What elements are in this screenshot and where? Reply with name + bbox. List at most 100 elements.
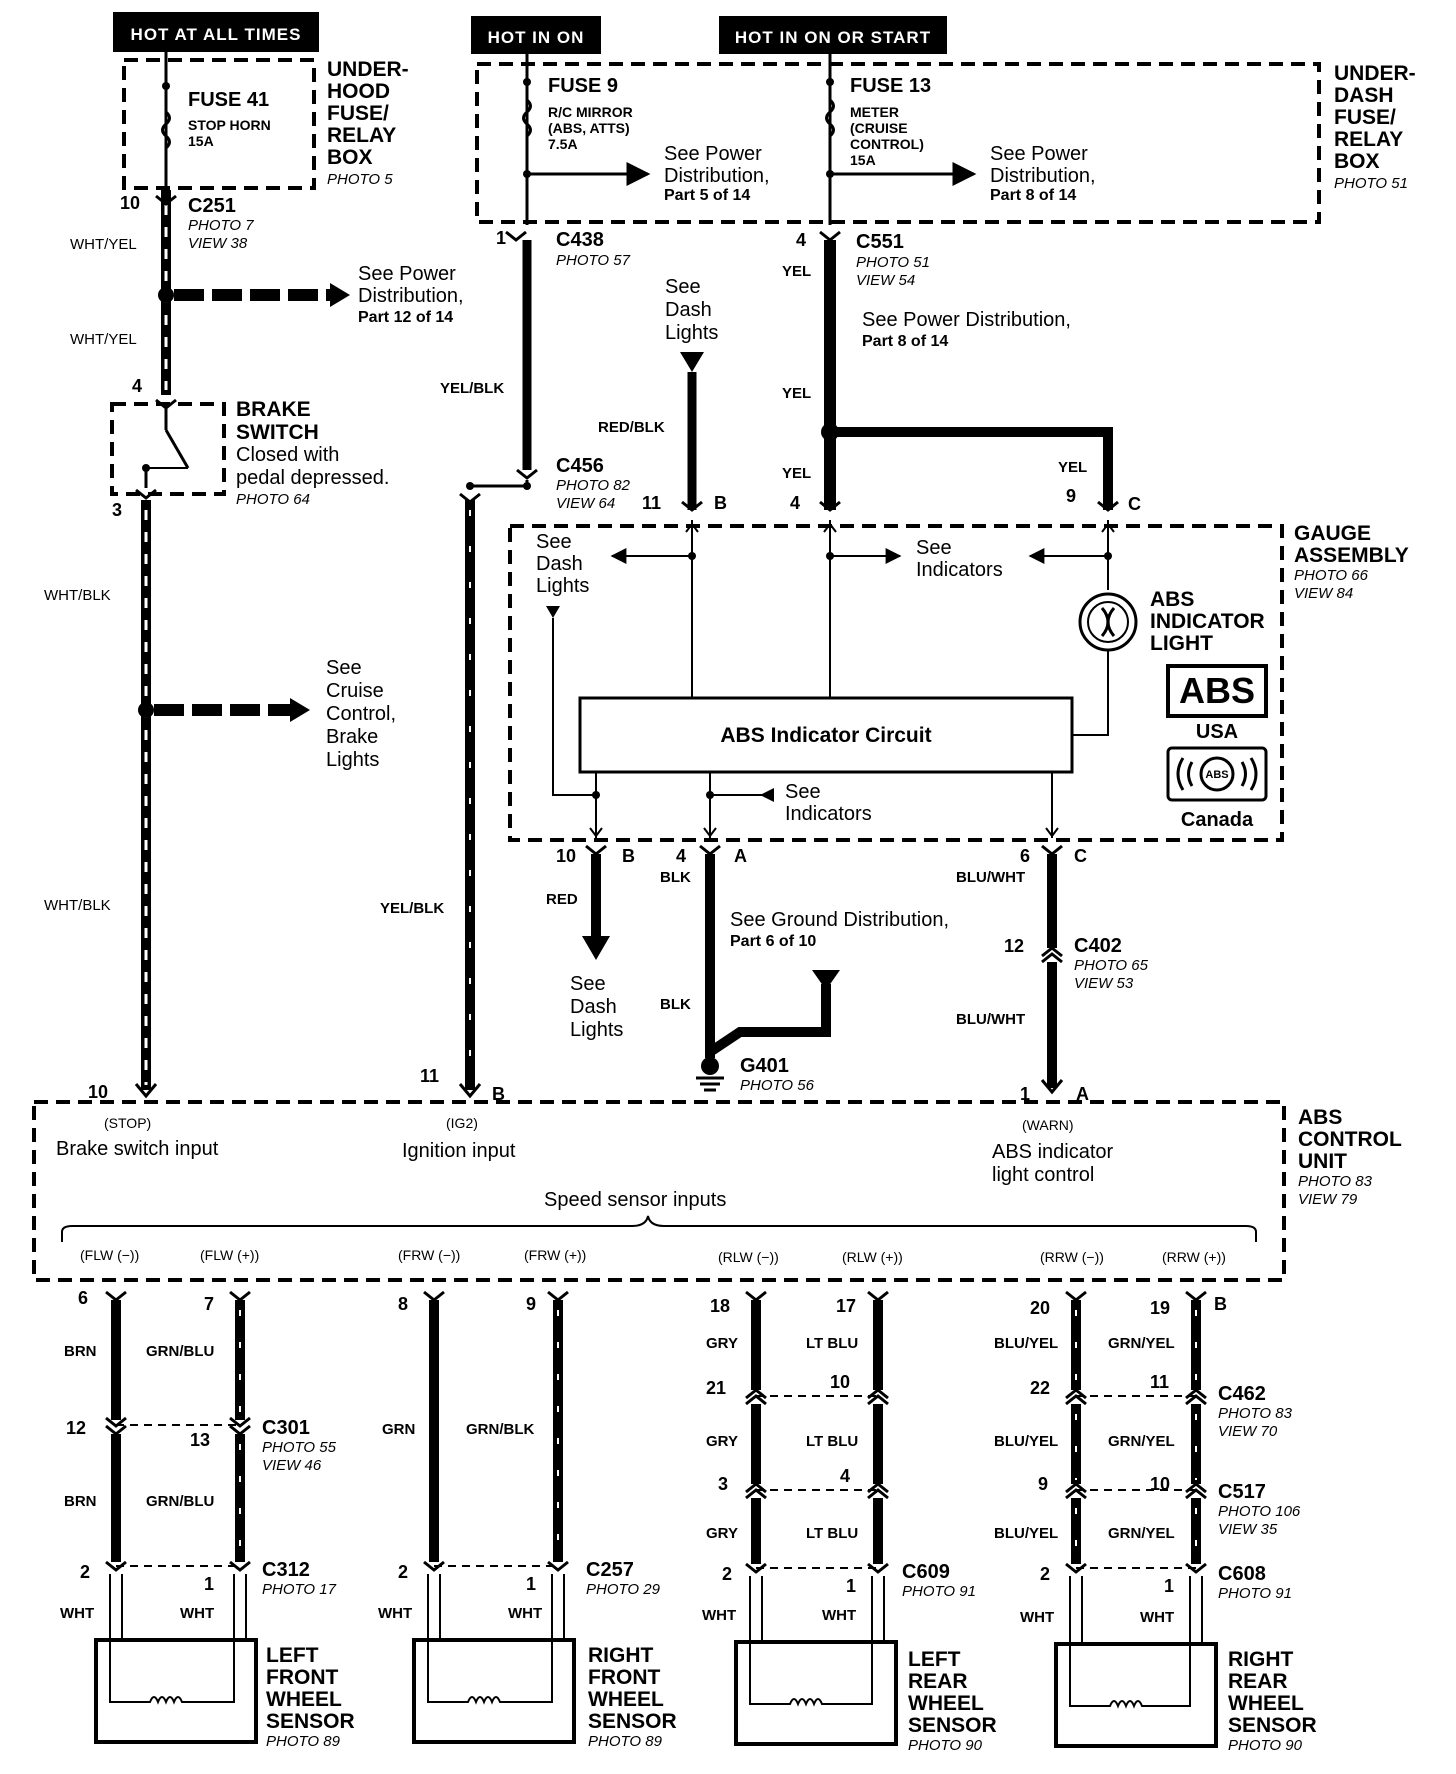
svg-text:FUSE 9: FUSE 9 bbox=[548, 75, 618, 97]
svg-text:FRONT: FRONT bbox=[588, 1666, 660, 1689]
svg-text:A: A bbox=[1076, 1084, 1089, 1104]
left-rear-wheel-sensor: LEFT REAR WHEEL SENSOR PHOTO 90 bbox=[734, 1640, 997, 1754]
svg-text:Closed with: Closed with bbox=[236, 444, 339, 466]
svg-text:7: 7 bbox=[204, 1294, 214, 1314]
svg-text:GRY: GRY bbox=[706, 1335, 738, 1352]
svg-text:15A: 15A bbox=[188, 133, 214, 149]
svg-text:Dash: Dash bbox=[536, 553, 583, 575]
svg-text:PHOTO 90: PHOTO 90 bbox=[908, 1737, 983, 1754]
svg-text:C551: C551 bbox=[856, 231, 904, 253]
sensor-wires-right-rear: 20 19 B BLU/YEL GRN/YEL 22 11 C462 PHOTO… bbox=[994, 1290, 1301, 1644]
svg-text:13: 13 bbox=[190, 1430, 210, 1450]
svg-text:Part 12 of 14: Part 12 of 14 bbox=[358, 309, 453, 326]
svg-text:VIEW 70: VIEW 70 bbox=[1218, 1423, 1278, 1440]
svg-text:Lights: Lights bbox=[570, 1019, 623, 1041]
svg-text:WHT: WHT bbox=[1020, 1609, 1054, 1626]
svg-text:11: 11 bbox=[1150, 1372, 1169, 1392]
svg-text:G401: G401 bbox=[740, 1055, 789, 1077]
svg-text:1: 1 bbox=[526, 1574, 536, 1594]
svg-text:7.5A: 7.5A bbox=[548, 136, 578, 152]
svg-text:2: 2 bbox=[722, 1564, 732, 1584]
svg-text:SWITCH: SWITCH bbox=[236, 421, 319, 444]
connector-c251: 10 C251 PHOTO 7 VIEW 38 bbox=[120, 193, 254, 252]
svg-text:LT BLU: LT BLU bbox=[806, 1525, 858, 1542]
svg-text:C462: C462 bbox=[1218, 1383, 1266, 1405]
header-hot-in-on: HOT IN ON bbox=[471, 16, 601, 54]
svg-text:INDICATOR: INDICATOR bbox=[1150, 610, 1265, 633]
svg-text:UNDER-: UNDER- bbox=[327, 58, 409, 81]
sensor-wires-right-front: 8 9 GRN GRN/BLK 2 1 C257 PHOTO 29 WHT WH… bbox=[378, 1290, 661, 1640]
svg-text:UNIT: UNIT bbox=[1298, 1150, 1347, 1173]
svg-text:See Power: See Power bbox=[358, 263, 456, 285]
svg-text:ABS Indicator Circuit: ABS Indicator Circuit bbox=[720, 724, 931, 747]
splice-power-12: See Power Distribution, Part 12 of 14 bbox=[158, 263, 464, 326]
svg-text:BLU/YEL: BLU/YEL bbox=[994, 1335, 1058, 1352]
svg-text:WHT: WHT bbox=[822, 1607, 856, 1624]
svg-text:LT BLU: LT BLU bbox=[806, 1335, 858, 1352]
svg-text:LEFT: LEFT bbox=[266, 1644, 319, 1667]
svg-text:See Ground Distribution,: See Ground Distribution, bbox=[730, 909, 949, 931]
svg-text:C: C bbox=[1128, 494, 1141, 514]
svg-text:PHOTO 65: PHOTO 65 bbox=[1074, 957, 1149, 974]
svg-text:See Power: See Power bbox=[664, 143, 762, 165]
svg-text:18: 18 bbox=[710, 1296, 730, 1316]
svg-text:(WARN): (WARN) bbox=[1022, 1117, 1074, 1133]
svg-text:GRN/BLU: GRN/BLU bbox=[146, 1493, 214, 1510]
svg-text:4: 4 bbox=[840, 1466, 850, 1486]
svg-text:Part 8 of 14: Part 8 of 14 bbox=[990, 187, 1076, 204]
underhood-fuse-box: FUSE 41 STOP HORN 15A UNDER- HOOD FUSE/ … bbox=[122, 52, 409, 190]
gauge-assembly: GAUGE ASSEMBLY PHOTO 66 VIEW 84 See Dash… bbox=[508, 520, 1409, 842]
svg-text:SENSOR: SENSOR bbox=[908, 1714, 997, 1737]
svg-text:LIGHT: LIGHT bbox=[1150, 632, 1213, 655]
svg-text:VIEW 84: VIEW 84 bbox=[1294, 585, 1353, 602]
wire-yel-blk: 1 C438 PHOTO 57 YEL/BLK C456 PHOTO 82 VI… bbox=[380, 228, 631, 1090]
svg-text:R/C MIRROR: R/C MIRROR bbox=[548, 104, 633, 120]
svg-text:BOX: BOX bbox=[327, 146, 373, 169]
svg-text:C312: C312 bbox=[262, 1559, 310, 1581]
svg-text:METER: METER bbox=[850, 104, 899, 120]
svg-text:C517: C517 bbox=[1218, 1481, 1266, 1503]
svg-text:VIEW 38: VIEW 38 bbox=[188, 235, 248, 252]
svg-text:GRN/YEL: GRN/YEL bbox=[1108, 1525, 1175, 1542]
svg-text:PHOTO 89: PHOTO 89 bbox=[266, 1733, 341, 1750]
svg-text:ABS: ABS bbox=[1179, 670, 1255, 711]
svg-text:C251: C251 bbox=[188, 195, 236, 217]
svg-text:12: 12 bbox=[66, 1418, 86, 1438]
svg-text:SENSOR: SENSOR bbox=[266, 1710, 355, 1733]
svg-text:1: 1 bbox=[1164, 1576, 1174, 1596]
abs-usa-symbol: ABS bbox=[1166, 664, 1268, 718]
svg-text:FUSE/: FUSE/ bbox=[327, 102, 389, 125]
svg-text:WHT: WHT bbox=[702, 1607, 736, 1624]
sensor-wires-left-rear: 18 17 GRY LT BLU 21 10 GRY LT BLU 3 4 GR… bbox=[702, 1290, 976, 1642]
svg-text:PHOTO 91: PHOTO 91 bbox=[902, 1583, 976, 1600]
svg-text:WHEEL: WHEEL bbox=[1228, 1692, 1304, 1715]
svg-text:PHOTO 55: PHOTO 55 bbox=[262, 1439, 337, 1456]
svg-text:RIGHT: RIGHT bbox=[1228, 1648, 1294, 1671]
wire-wht-yel: WHT/YEL WHT/YEL bbox=[70, 190, 171, 395]
svg-text:C301: C301 bbox=[262, 1417, 310, 1439]
svg-text:ABS: ABS bbox=[1150, 588, 1194, 611]
svg-text:YEL/BLK: YEL/BLK bbox=[380, 900, 444, 917]
svg-text:See: See bbox=[785, 781, 821, 803]
svg-text:ASSEMBLY: ASSEMBLY bbox=[1294, 544, 1409, 567]
svg-text:PHOTO 91: PHOTO 91 bbox=[1218, 1585, 1292, 1602]
svg-text:FUSE 41: FUSE 41 bbox=[188, 89, 269, 111]
svg-text:Part 8 of 14: Part 8 of 14 bbox=[862, 333, 948, 350]
svg-text:PHOTO 82: PHOTO 82 bbox=[556, 477, 631, 494]
svg-text:1: 1 bbox=[204, 1574, 214, 1594]
svg-text:See: See bbox=[536, 531, 572, 553]
right-rear-wheel-sensor: RIGHT REAR WHEEL SENSOR PHOTO 90 bbox=[1054, 1642, 1317, 1754]
svg-text:Part 5 of 14: Part 5 of 14 bbox=[664, 187, 750, 204]
svg-text:Brake switch input: Brake switch input bbox=[56, 1138, 219, 1160]
abs-canada-symbol-icon: ABS bbox=[1166, 746, 1268, 802]
svg-text:RED: RED bbox=[546, 891, 578, 908]
svg-text:21: 21 bbox=[706, 1378, 726, 1398]
brake-switch: 4 3 BRAKE SWITCH Closed with pedal depre… bbox=[110, 376, 389, 520]
svg-text:9: 9 bbox=[526, 1294, 536, 1314]
wire-red-blk: See Dash Lights RED/BLK bbox=[598, 276, 718, 512]
svg-text:C257: C257 bbox=[586, 1559, 634, 1581]
svg-text:SENSOR: SENSOR bbox=[1228, 1714, 1317, 1737]
svg-text:PHOTO 90: PHOTO 90 bbox=[1228, 1737, 1303, 1754]
svg-text:C609: C609 bbox=[902, 1561, 950, 1583]
